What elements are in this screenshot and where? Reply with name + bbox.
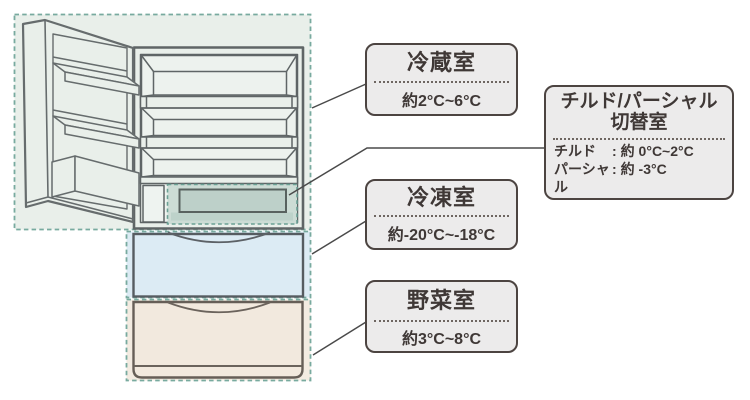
chilled-temperature: 約 0°C~2°C <box>620 143 694 159</box>
partial-temp-row: パーシャル : 約 -3°C <box>554 160 724 196</box>
connector-freezer <box>311 220 367 255</box>
fridge-door <box>21 18 140 224</box>
connector-switch-room <box>288 147 544 196</box>
chilled-drawer-highlight <box>166 183 298 225</box>
vegetable-handle-curve <box>167 301 271 314</box>
fridge-room-temperature: 約2°C~6°C <box>401 92 482 110</box>
shelf <box>139 95 299 109</box>
dotted-divider <box>374 215 509 217</box>
switch-room-title-line2: 切替室 <box>610 111 668 133</box>
dotted-divider <box>374 81 509 83</box>
door-bin <box>51 155 140 207</box>
chilled-label: チルド <box>554 143 596 159</box>
label-freezer-room: 冷凍室 約-20°C~-18°C <box>365 179 518 250</box>
chilled-temp-row: チルド : 約 0°C~2°C <box>554 142 724 160</box>
ice-compartment <box>142 184 165 223</box>
label-vegetable-room: 野菜室 約3°C~8°C <box>365 280 518 353</box>
vegetable-room-temperature: 約3°C~8°C <box>401 330 482 348</box>
door-liner <box>52 33 128 210</box>
connector-lines <box>288 83 544 356</box>
fridge-room-title: 冷蔵室 <box>406 49 476 75</box>
partial-label: パーシャル <box>554 161 610 195</box>
label-fridge-room: 冷蔵室 約2°C~6°C <box>365 43 518 116</box>
freezer-handle-curve <box>167 231 271 244</box>
connector-vegetable <box>312 321 367 356</box>
dotted-divider <box>374 320 509 322</box>
label-switch-room: チルド/パーシャル 切替室 チルド : 約 0°C~2°C パーシャル : 約 … <box>544 85 734 200</box>
shelf-compartment <box>140 107 298 138</box>
vegetable-room-title: 野菜室 <box>406 287 476 313</box>
switch-room-title: チルド/パーシャル 切替室 <box>546 87 732 138</box>
dotted-divider <box>553 138 725 140</box>
shelf <box>139 176 299 185</box>
freezer-room-title: 冷凍室 <box>406 184 476 210</box>
connector-fridge <box>311 83 367 109</box>
partial-temperature: 約 -3°C <box>620 161 667 177</box>
door-bin <box>52 109 140 149</box>
colon: : <box>612 161 617 177</box>
switch-room-title-line1: チルド/パーシャル <box>560 90 718 112</box>
chilled-drawer <box>178 188 287 213</box>
door-bin <box>52 56 140 96</box>
vegetable-drawer <box>132 300 304 379</box>
shelf <box>139 136 299 149</box>
freezer-drawer <box>132 231 305 298</box>
colon: : <box>612 143 617 159</box>
freezer-room-temperature: 約-20°C~-18°C <box>387 226 496 244</box>
switch-room-temperatures: チルド : 約 0°C~2°C パーシャル : 約 -3°C <box>546 140 732 198</box>
